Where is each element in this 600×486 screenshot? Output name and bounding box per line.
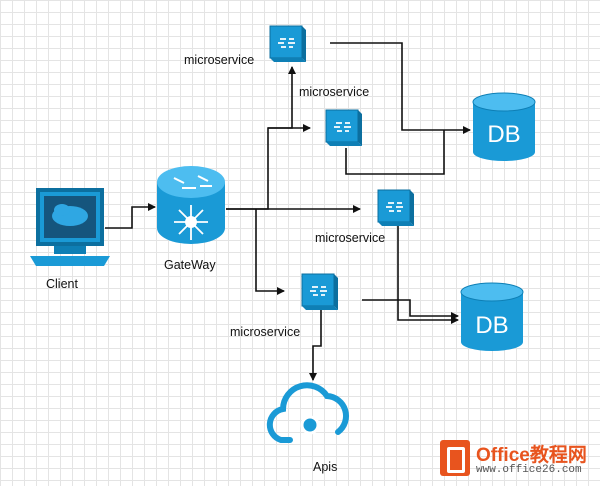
microservice-4-label: microservice bbox=[230, 325, 301, 339]
microservice-1-label: microservice bbox=[184, 53, 255, 67]
microservice-3-to-db-2-line bbox=[397, 226, 459, 324]
client-node bbox=[30, 188, 110, 266]
db-1-label: DB bbox=[487, 121, 520, 148]
microservice-2-icon bbox=[325, 109, 363, 147]
router-icon bbox=[157, 166, 225, 244]
gateway-label: GateWay bbox=[164, 258, 216, 272]
cloud-icon bbox=[266, 382, 350, 443]
microservice-3-icon bbox=[377, 189, 415, 227]
apis-node bbox=[266, 382, 350, 443]
office-logo-icon bbox=[440, 440, 470, 476]
db-2-label: DB bbox=[475, 312, 508, 339]
microservice-2-to-db-1-line bbox=[345, 130, 445, 175]
connectors bbox=[105, 42, 471, 381]
microservice-1-icon bbox=[269, 25, 307, 63]
microservice-2-label: microservice bbox=[299, 85, 370, 99]
gateway-to-microservice-1-line bbox=[226, 66, 296, 210]
watermark-title: Office教程网 bbox=[476, 445, 587, 466]
gateway-to-microservice-4-line bbox=[255, 209, 285, 295]
client-to-gateway-line bbox=[105, 203, 156, 229]
gateway-node bbox=[157, 166, 225, 244]
client-label: Client bbox=[46, 277, 78, 291]
watermark: Office教程网 www.office26.com bbox=[436, 436, 598, 482]
computer-icon bbox=[30, 188, 110, 266]
microservice-3-label: microservice bbox=[315, 231, 386, 245]
microservice-4-to-apis-line bbox=[309, 310, 322, 381]
microservice-4-icon bbox=[301, 273, 339, 311]
microservice-4-to-db-2-line bbox=[362, 299, 459, 320]
watermark-url: www.office26.com bbox=[476, 464, 582, 476]
microservice-1-to-db-1-line bbox=[330, 42, 471, 134]
apis-label: Apis bbox=[313, 460, 338, 474]
